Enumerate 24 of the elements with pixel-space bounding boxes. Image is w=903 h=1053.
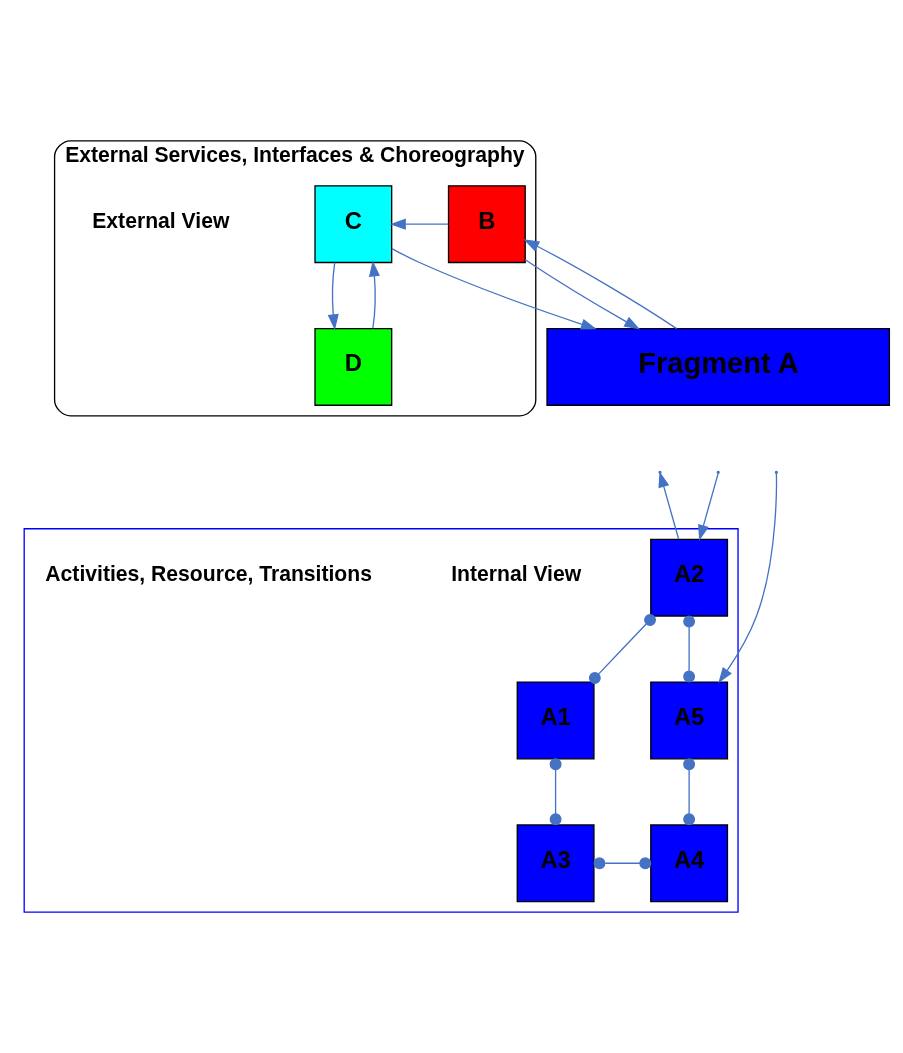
arrow	[327, 262, 339, 331]
node-box: A5	[650, 681, 729, 760]
connector	[588, 614, 656, 684]
arrow	[524, 259, 641, 330]
node-box: A4	[650, 824, 729, 903]
label: Internal View	[451, 562, 582, 586]
label: External View	[92, 208, 230, 232]
label: Activities, Resource, Transitions	[45, 562, 372, 586]
node-box: C	[314, 185, 393, 264]
connector	[683, 615, 696, 683]
connector	[683, 758, 696, 826]
connector	[549, 758, 562, 826]
node-box: A3	[516, 824, 595, 903]
node-box: D	[314, 327, 393, 406]
arrow	[389, 218, 449, 230]
node-box: A1	[516, 681, 595, 760]
arrow	[523, 239, 678, 330]
node-box: A2	[650, 538, 729, 617]
arrow	[368, 260, 380, 329]
arrow	[391, 247, 597, 330]
node-box: Fragment A	[546, 327, 891, 406]
connector	[593, 857, 652, 870]
node-box: B	[447, 185, 526, 264]
cluster	[23, 528, 739, 913]
